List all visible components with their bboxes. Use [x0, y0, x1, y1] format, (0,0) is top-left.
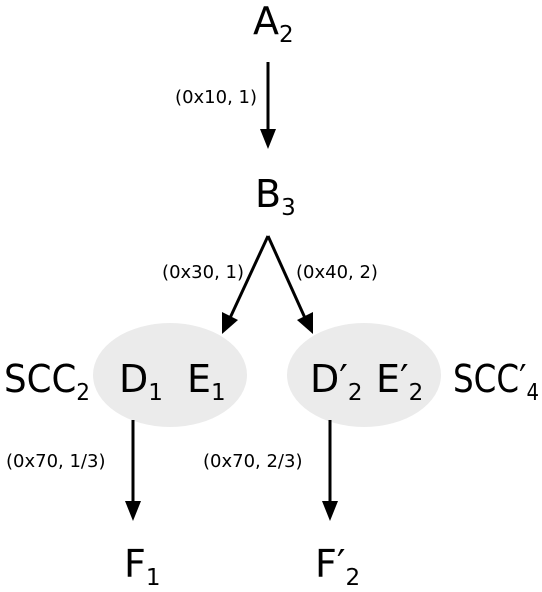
node-f1: F1 — [124, 542, 161, 591]
node-a: A2 — [253, 0, 294, 48]
edge-d2-f2 — [322, 420, 338, 521]
node-a-subscript: 2 — [279, 22, 294, 48]
edge-a-b-arrowhead — [260, 129, 276, 149]
node-f1-name: F — [124, 542, 146, 586]
node-d2-name: D′ — [310, 357, 348, 401]
scc-right-ellipse — [287, 323, 441, 427]
edge-label-b-e1: (0x30, 1) — [162, 262, 244, 283]
node-e2-name: E′ — [376, 357, 409, 401]
node-f1-subscript: 1 — [146, 565, 161, 591]
node-e1-subscript: 1 — [211, 380, 226, 406]
node-f2: F′2 — [315, 542, 360, 591]
node-d2: D′2 — [310, 357, 363, 406]
edge-d1-f1 — [125, 420, 141, 521]
edge-b-d2 — [266, 235, 313, 334]
scc-left-label: SCC2 — [4, 357, 90, 406]
scc-left-name: SCC — [4, 357, 76, 401]
node-e1-name: E — [187, 357, 211, 401]
node-d2-subscript: 2 — [348, 380, 363, 406]
scc-right-name: SCC′ — [453, 357, 526, 401]
node-b-name: B — [255, 172, 281, 216]
node-d1: D1 — [119, 357, 163, 406]
edge-label-b-d2: (0x40, 2) — [296, 262, 378, 283]
edge-b-e1-arrowhead — [222, 312, 238, 334]
node-b: B3 — [255, 172, 296, 221]
edge-b-e1 — [222, 235, 270, 334]
edge-d2-f2-arrowhead — [322, 501, 338, 521]
node-d1-subscript: 1 — [148, 380, 163, 406]
node-f2-name: F′ — [315, 542, 346, 586]
scc-right-label: SCC′4 — [453, 357, 539, 406]
node-b-subscript: 3 — [281, 195, 296, 221]
scc-right-subscript: 4 — [526, 380, 539, 406]
edge-d1-f1-arrowhead — [125, 501, 141, 521]
edge-label-d1-f1: (0x70, 1/3) — [6, 451, 105, 472]
edge-label-a-b: (0x10, 1) — [175, 87, 257, 108]
scc-left-ellipse — [93, 323, 247, 427]
edge-a-b — [260, 62, 276, 149]
node-d1-name: D — [119, 357, 148, 401]
edge-b-d2-line — [266, 235, 307, 319]
edge-label-d2-f2: (0x70, 2/3) — [203, 451, 302, 472]
node-e2: E′2 — [376, 357, 423, 406]
node-a-name: A — [253, 0, 279, 43]
scc-left-subscript: 2 — [76, 380, 90, 406]
node-f2-subscript: 2 — [346, 565, 361, 591]
edge-b-e1-line — [228, 235, 270, 319]
node-e1: E1 — [187, 357, 226, 406]
edge-b-d2-arrowhead — [297, 312, 313, 334]
node-e2-subscript: 2 — [409, 380, 424, 406]
